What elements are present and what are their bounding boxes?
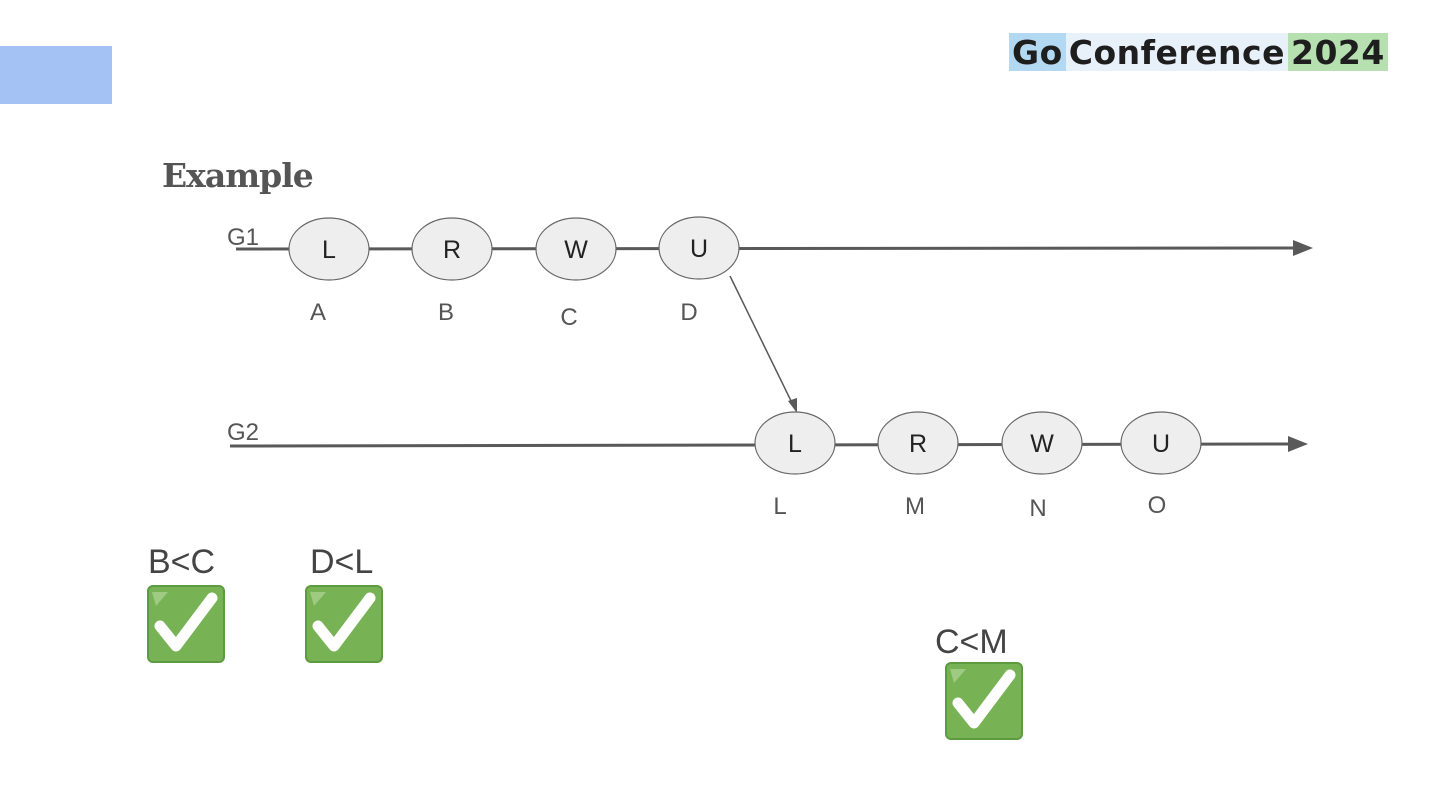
node-g2-lock: L bbox=[754, 411, 836, 475]
event-label-n: N bbox=[1029, 495, 1046, 522]
logo-word-year: 2024 bbox=[1287, 33, 1388, 72]
slide-title: Example bbox=[162, 156, 314, 195]
event-label-m: M bbox=[905, 493, 925, 520]
check-mark-icon bbox=[305, 585, 383, 663]
node-op: L bbox=[788, 430, 802, 458]
sync-edge-d-to-l bbox=[729, 275, 795, 408]
row-label-g1: G1 bbox=[227, 224, 259, 251]
accent-block bbox=[0, 46, 112, 104]
event-label-b: B bbox=[438, 299, 454, 326]
node-g1-unlock: U bbox=[658, 216, 740, 280]
node-g2-read: R bbox=[877, 411, 959, 475]
node-g1-read: R bbox=[411, 217, 493, 281]
timeline-g1 bbox=[235, 246, 1301, 251]
check-label-b-before-c: B<C bbox=[148, 543, 216, 581]
logo-word-go: Go bbox=[1009, 33, 1066, 72]
node-op: U bbox=[690, 235, 708, 263]
event-label-c: C bbox=[560, 304, 577, 331]
event-label-d: D bbox=[680, 299, 697, 326]
node-g2-write: W bbox=[1001, 411, 1083, 475]
node-op: L bbox=[322, 236, 336, 264]
node-g2-unlock: U bbox=[1120, 411, 1202, 475]
event-label-o: O bbox=[1148, 492, 1167, 519]
sync-edge-arrowhead bbox=[788, 398, 797, 413]
node-g1-lock: L bbox=[288, 217, 370, 281]
event-label-l: L bbox=[773, 493, 786, 520]
timeline-g1-arrowhead bbox=[1293, 240, 1313, 256]
node-op: W bbox=[564, 236, 588, 264]
node-op: R bbox=[443, 236, 461, 264]
check-mark-icon bbox=[147, 585, 225, 663]
row-label-g2: G2 bbox=[227, 419, 259, 446]
timeline-g2-arrowhead bbox=[1288, 436, 1308, 452]
check-label-d-before-l: D<L bbox=[310, 543, 374, 581]
event-label-a: A bbox=[310, 299, 326, 326]
node-op: R bbox=[909, 430, 927, 458]
node-op: W bbox=[1030, 430, 1054, 458]
logo-word-conference: Conference bbox=[1065, 33, 1288, 72]
node-g1-write: W bbox=[535, 217, 617, 281]
check-label-c-before-m: C<M bbox=[935, 623, 1008, 661]
node-op: U bbox=[1152, 430, 1170, 458]
check-mark-icon bbox=[945, 662, 1023, 740]
